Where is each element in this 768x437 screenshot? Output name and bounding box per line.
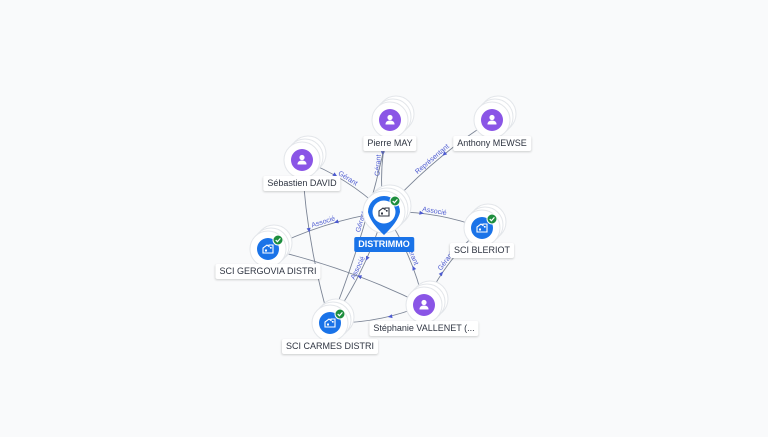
node-label-distrimmo[interactable]: DISTRIMMO	[354, 237, 414, 252]
building-icon-outline	[324, 318, 336, 328]
edge-arrow-icon	[387, 314, 393, 319]
building-icon-window	[386, 210, 388, 212]
building-icon-window	[327, 323, 329, 326]
building-icon-window	[265, 249, 267, 252]
check-icon	[392, 198, 398, 204]
node-pierre[interactable]	[371, 95, 415, 139]
main-pin-center	[372, 200, 396, 224]
nodes-layer	[249, 95, 517, 342]
node-sci_gergovia[interactable]	[249, 224, 293, 268]
check-icon	[275, 237, 281, 243]
person-icon-body	[487, 120, 497, 125]
edge-arrow-icon	[442, 151, 448, 156]
edge-label: Représentant	[414, 143, 451, 176]
node-label-pierre[interactable]: Pierre MAY	[363, 136, 417, 151]
person-icon-body	[297, 160, 307, 165]
verified-badge	[389, 195, 401, 207]
building-icon	[257, 238, 279, 260]
building-icon-outline	[476, 223, 488, 233]
edge-arrow-icon	[438, 271, 443, 277]
edge-arrow-icon	[412, 265, 417, 271]
edge-arrow-icon	[365, 255, 370, 261]
building-icon-window	[270, 247, 272, 249]
node-sci_bleriot[interactable]	[463, 203, 507, 247]
check-icon	[337, 311, 343, 317]
node-label-sci_gergovia[interactable]: SCI GERGOVIA DISTRI	[215, 264, 321, 279]
node-label-anthony[interactable]: Anthony MEWSE	[453, 136, 531, 151]
edge-label: Associé	[422, 206, 447, 217]
node-sci_carmes[interactable]	[311, 298, 355, 342]
verified-badge	[272, 234, 284, 246]
person-icon-body	[385, 120, 395, 125]
building-icon	[471, 217, 493, 239]
edge-label: Associé	[311, 215, 337, 229]
person-icon-body	[419, 305, 429, 310]
check-icon	[489, 216, 495, 222]
edge-label: Gérant	[374, 154, 382, 176]
node-label-stephanie[interactable]: Stéphanie VALLENET (...	[369, 321, 479, 336]
building-icon-window	[332, 321, 334, 323]
edge-arrow-icon	[419, 210, 424, 215]
person-icon-head	[299, 154, 305, 161]
person-icon-head	[387, 114, 393, 121]
node-label-sebastien[interactable]: Sébastien DAVID	[263, 176, 341, 191]
node-anthony[interactable]	[473, 95, 517, 139]
building-icon-window	[381, 212, 383, 215]
edge-arrow-icon	[306, 227, 311, 233]
node-label-sci_carmes[interactable]: SCI CARMES DISTRI	[281, 339, 379, 354]
building-icon-outline	[262, 244, 274, 254]
person-icon-head	[421, 299, 427, 306]
building-icon-window	[484, 226, 486, 228]
verified-badge	[334, 308, 346, 320]
node-stephanie[interactable]	[405, 280, 449, 324]
verified-badge	[486, 213, 498, 225]
building-icon	[319, 312, 341, 334]
node-distrimmo[interactable]	[362, 184, 412, 235]
edge-arrow-icon	[332, 172, 338, 177]
edge-arrow-icon	[334, 219, 339, 224]
node-sebastien[interactable]	[283, 135, 327, 179]
edge-arrow-icon	[357, 275, 363, 280]
node-label-sci_bleriot[interactable]: SCI BLERIOT	[449, 243, 515, 258]
building-icon-window	[479, 228, 481, 231]
person-icon-head	[489, 114, 495, 121]
building-icon-outline	[378, 207, 390, 217]
